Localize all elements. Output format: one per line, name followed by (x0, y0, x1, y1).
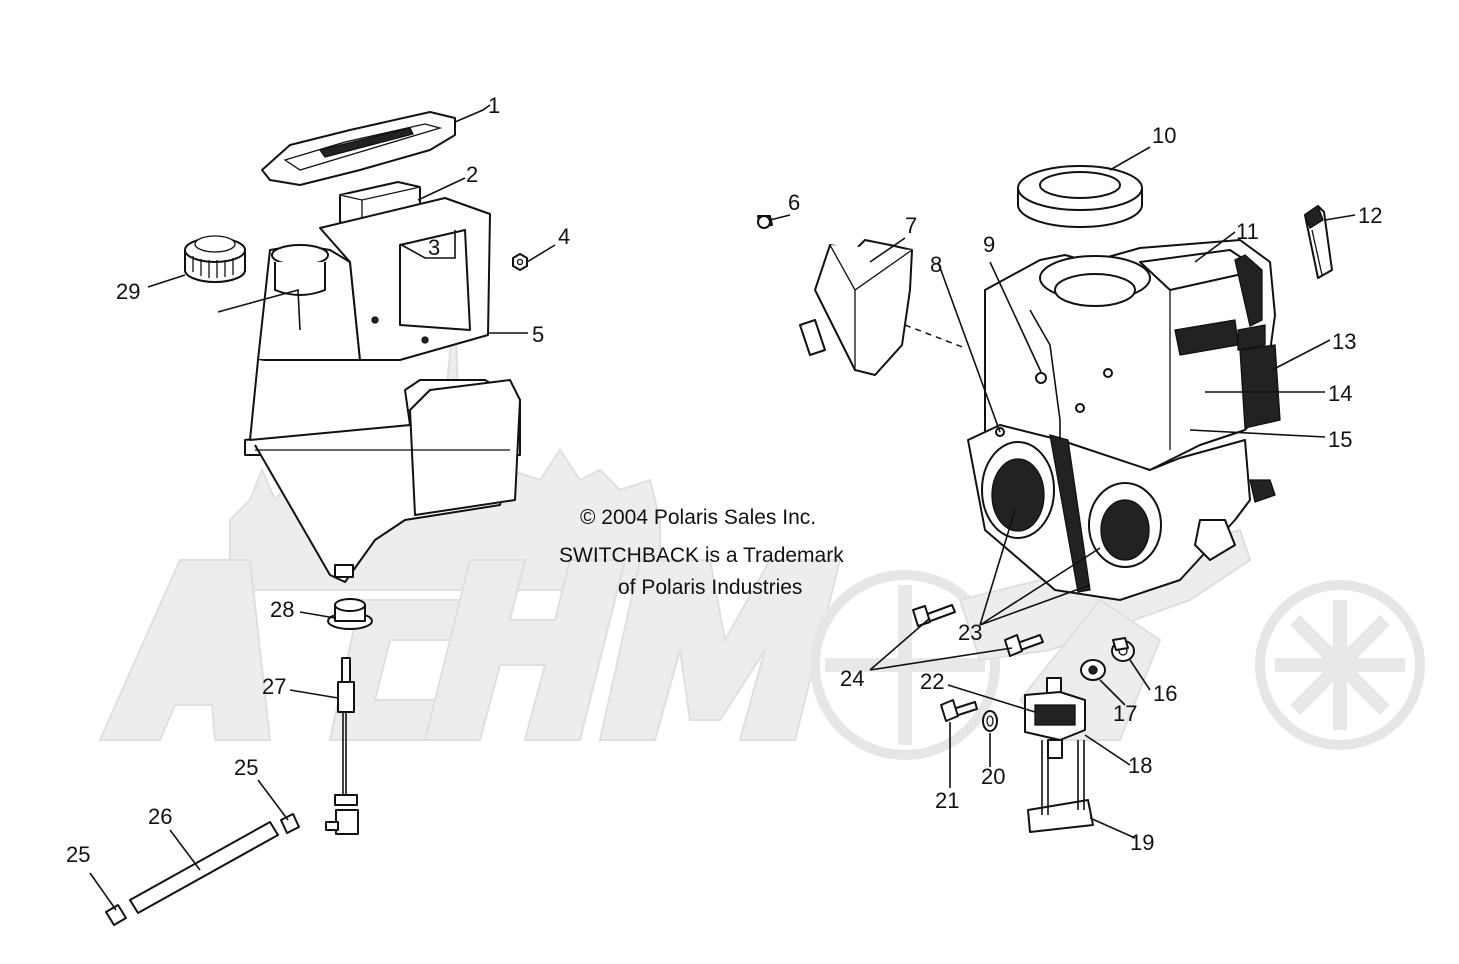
callout-23: 23 (958, 620, 982, 645)
callout-22: 22 (920, 669, 944, 694)
callout-29: 29 (116, 279, 140, 304)
oil-tank-assembly (105, 111, 528, 926)
callout-9: 9 (983, 232, 995, 257)
part-11-airbox (967, 239, 1281, 601)
callout-25b: 25 (66, 842, 90, 867)
callout-16: 16 (1153, 681, 1177, 706)
part-27-level-sensor (325, 657, 359, 835)
callout-1: 1 (488, 93, 500, 118)
callout-26: 26 (148, 804, 172, 829)
callout-14: 14 (1328, 381, 1352, 406)
callout-4: 4 (558, 224, 570, 249)
callout-19: 19 (1130, 830, 1154, 855)
callout-7: 7 (905, 213, 917, 238)
part-4-nut (512, 253, 528, 271)
copyright-block: © 2004 Polaris Sales Inc. SWITCHBACK is … (559, 506, 844, 599)
part-12-clip (1304, 204, 1333, 279)
callout-24: 24 (840, 666, 864, 691)
part-17-nut (1080, 659, 1106, 681)
leader-lines (89, 104, 1356, 911)
callout-18: 18 (1128, 753, 1152, 778)
part-6-screw (757, 215, 773, 229)
copyright-line-3: of Polaris Industries (618, 576, 802, 599)
part-1-cover (261, 111, 456, 186)
callout-5: 5 (532, 322, 544, 347)
callout-28: 28 (270, 597, 294, 622)
part-28-grommet (327, 598, 373, 630)
part-10-foam-ring (1017, 165, 1143, 228)
part-26-hose (129, 821, 279, 914)
part-20-washer (982, 710, 998, 732)
part-5-tank-body (244, 197, 521, 583)
callout-numbers: 1 2 3 4 5 6 7 8 9 10 11 12 13 14 15 16 1… (66, 93, 1382, 867)
part-16-grommet (1111, 637, 1135, 662)
callout-12: 12 (1358, 203, 1382, 228)
callout-3: 3 (428, 235, 440, 260)
callout-17: 17 (1113, 701, 1137, 726)
part-18-coil (1024, 677, 1086, 759)
part-19-bracket (1027, 740, 1094, 833)
callout-2: 2 (466, 162, 478, 187)
copyright-line-2: SWITCHBACK is a Trademark (559, 544, 844, 567)
callout-25a: 25 (234, 755, 258, 780)
callout-13: 13 (1332, 329, 1356, 354)
part-21-bolt (940, 699, 978, 722)
callout-20: 20 (981, 764, 1005, 789)
callout-27: 27 (262, 674, 286, 699)
callout-8: 8 (930, 252, 942, 277)
part-29-cap (184, 235, 246, 283)
part-25-clamp (105, 813, 300, 926)
callout-21: 21 (935, 788, 959, 813)
callout-6: 6 (788, 190, 800, 215)
callout-15: 15 (1328, 427, 1352, 452)
copyright-line-1: © 2004 Polaris Sales Inc. (580, 506, 816, 529)
callout-10: 10 (1152, 123, 1176, 148)
part-7-cdi-module (799, 239, 966, 376)
airbox-assembly (757, 165, 1333, 833)
callout-11: 11 (1236, 219, 1259, 244)
